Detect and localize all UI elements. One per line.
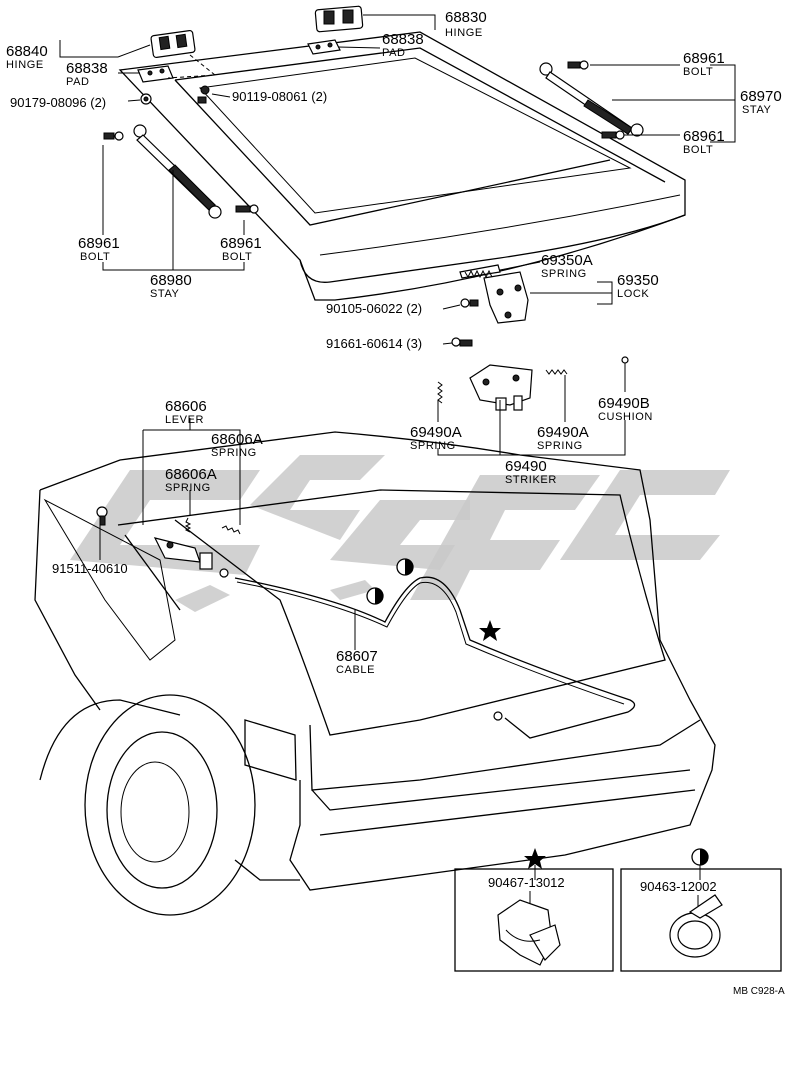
screw-center: [197, 85, 210, 104]
pad-left: [137, 65, 174, 83]
clip-star-marker: [479, 620, 501, 641]
screw-center-label: 90119-08061 (2): [232, 89, 327, 104]
label-lever-spring-b: 68606A SPRING: [165, 466, 217, 494]
lock-screw: [460, 298, 479, 308]
bolt-left-a-number: 68961: [78, 235, 120, 252]
cable: [219, 568, 636, 739]
striker-spring-right-name: SPRING: [537, 440, 583, 452]
diagram-code: MB C928-A: [733, 986, 785, 997]
clamp-half-number: 90463-12002: [640, 879, 717, 894]
star-icon: [524, 848, 546, 869]
label-lock-spring: 69350A SPRING: [541, 252, 593, 280]
cushion-number: 69490B: [598, 395, 650, 412]
stay-right-name: STAY: [742, 104, 772, 116]
screw-left: [140, 93, 152, 105]
hatch-door: [118, 31, 686, 301]
hinge-left: [150, 29, 196, 59]
label-lever-spring-a: 68606A SPRING: [211, 431, 263, 459]
bolt-right-bottom-number: 68961: [683, 128, 725, 145]
leader-lines: [59, 14, 736, 880]
striker-spring-left-name: SPRING: [410, 440, 456, 452]
lock-spring-name: SPRING: [541, 268, 587, 280]
lever-spring-a-number: 68606A: [211, 431, 263, 448]
pad-left-name: PAD: [66, 76, 90, 88]
bolt-left-a-name: BOLT: [80, 251, 110, 263]
striker-number: 69490: [505, 458, 547, 475]
pad-right: [307, 39, 341, 55]
label-striker-spring-right: 69490A SPRING: [537, 424, 589, 452]
bolt-left-b-number: 68961: [220, 235, 262, 252]
hinge-right-name: HINGE: [445, 27, 483, 39]
cable-number: 68607: [336, 648, 378, 665]
striker-spring-left-number: 69490A: [410, 424, 462, 441]
striker-screw-label: 91661-60614 (3): [326, 336, 422, 351]
lock-number: 69350: [617, 272, 659, 289]
inset-star-clamp: 90467-13012: [454, 848, 614, 972]
label-pad-right: 68838 PAD: [382, 31, 424, 59]
label-bolt-right-bottom: 68961 BOLT: [683, 128, 725, 156]
car-body: [34, 431, 716, 916]
inset-half-clamp: 90463-12002: [620, 848, 782, 972]
stay-left-name: STAY: [150, 288, 180, 300]
clip-half-marker-lower: [366, 587, 384, 605]
screw-left-label: 90179-08096 (2): [10, 95, 106, 110]
clamp-star-number: 90467-13012: [488, 875, 565, 890]
label-bolt-left-b: 68961 BOLT: [220, 235, 262, 263]
label-stay-left: 68980 STAY: [150, 272, 192, 300]
label-cable: 68607 CABLE: [336, 648, 378, 676]
lever-spring-a-name: SPRING: [211, 447, 257, 459]
stay-right: [539, 62, 644, 137]
bolt-right-top-name: BOLT: [683, 66, 713, 78]
cable-name: CABLE: [336, 664, 375, 676]
label-bolt-right-top: 68961 BOLT: [683, 50, 725, 78]
lock-assembly: [459, 264, 529, 324]
hinge-right-number: 68830: [445, 9, 487, 26]
hinge-left-number: 68840: [6, 43, 48, 60]
label-lock: 69350 LOCK: [617, 272, 659, 300]
bolt-right-bottom: [601, 130, 625, 140]
pad-right-name: PAD: [382, 47, 406, 59]
pad-right-number: 68838: [382, 31, 424, 48]
pad-left-number: 68838: [66, 60, 108, 77]
label-striker-spring-left: 69490A SPRING: [410, 424, 462, 452]
hinge-left-name: HINGE: [6, 59, 44, 71]
striker-name: STRIKER: [505, 474, 557, 486]
stay-left: [133, 124, 222, 219]
hinge-right: [314, 5, 364, 33]
stay-right-number: 68970: [740, 88, 782, 105]
label-cushion: 69490B CUSHION: [598, 395, 653, 423]
label-hinge-left: 68840 HINGE: [6, 43, 48, 71]
label-pad-left: 68838 PAD: [66, 60, 108, 88]
label-stay-right: 68970 STAY: [740, 88, 782, 116]
striker-assembly: [437, 356, 629, 411]
lever-name: LEVER: [165, 414, 204, 426]
label-striker: 69490 STRIKER: [505, 458, 557, 486]
bolt-right-top-number: 68961: [683, 50, 725, 67]
lever-bolt-label: 91511-40610: [52, 561, 128, 576]
bolt-right-bottom-name: BOLT: [683, 144, 713, 156]
striker-spring-right-number: 69490A: [537, 424, 589, 441]
lock-spring-number: 69350A: [541, 252, 593, 269]
cushion-name: CUSHION: [598, 411, 653, 423]
bolt-left-b-name: BOLT: [222, 251, 252, 263]
bolt-right-top: [567, 60, 589, 70]
lock-screw-label: 90105-06022 (2): [326, 301, 422, 316]
lever-spring-b-number: 68606A: [165, 466, 217, 483]
bolt-left-b: [235, 204, 259, 214]
lever-assembly: [153, 517, 241, 570]
striker-screw: [451, 337, 473, 347]
label-hinge-right: 68830 HINGE: [445, 9, 487, 39]
lever-spring-b-name: SPRING: [165, 482, 211, 494]
bolt-left-a: [103, 131, 124, 141]
lever-bolt: [96, 506, 108, 526]
lock-name: LOCK: [617, 288, 649, 300]
stay-left-number: 68980: [150, 272, 192, 289]
label-lever: 68606 LEVER: [165, 398, 207, 426]
clip-half-marker-upper: [396, 558, 414, 576]
lever-number: 68606: [165, 398, 207, 415]
label-bolt-left-a: 68961 BOLT: [78, 235, 120, 263]
